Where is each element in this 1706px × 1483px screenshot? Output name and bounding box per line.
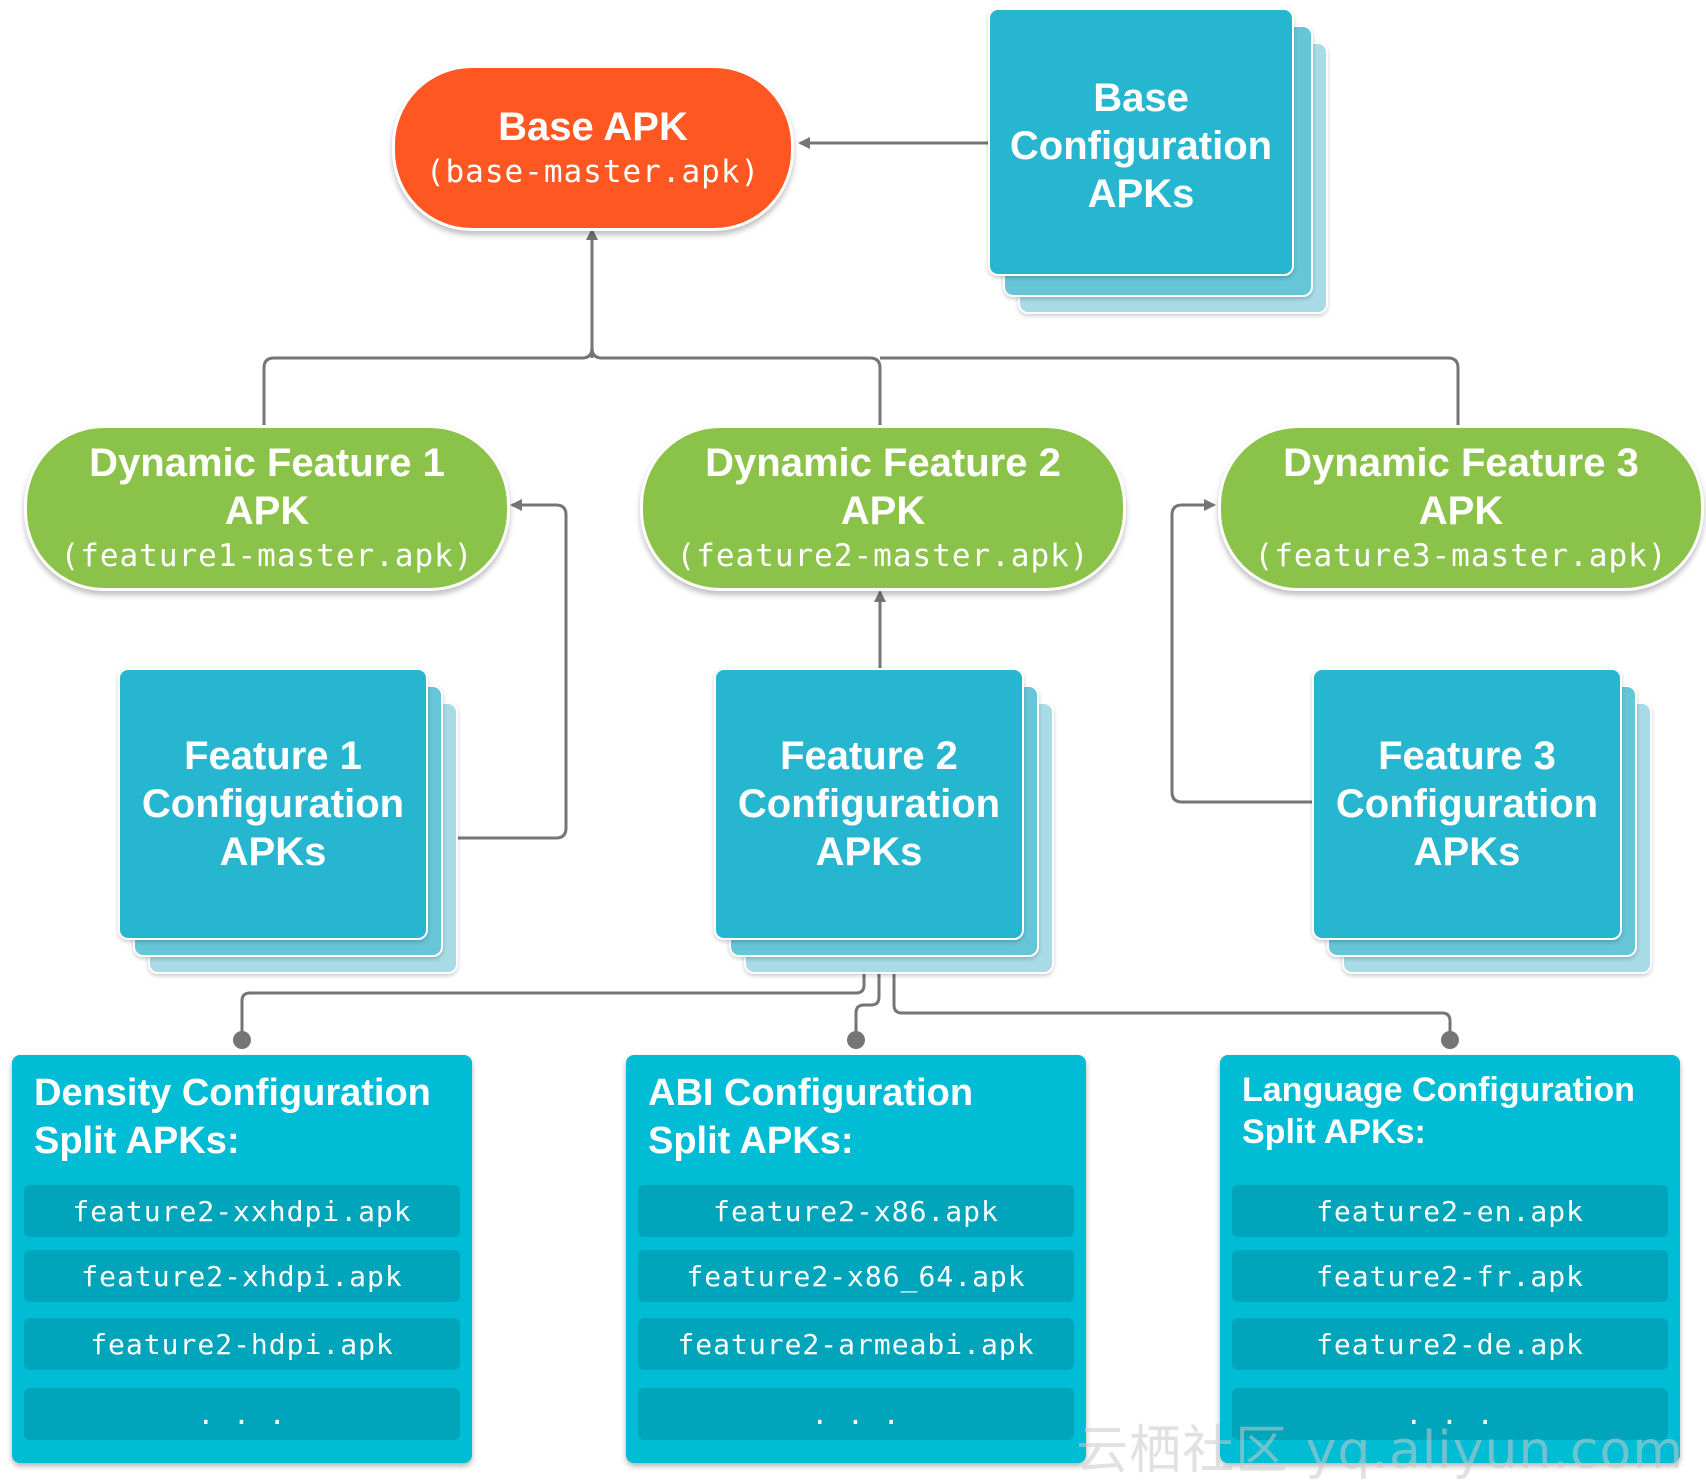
abi-split-group: ABI Configuration Split APKs: feature2-x… bbox=[626, 1055, 1086, 1463]
split-group-title: Density Configuration Split APKs: bbox=[34, 1069, 431, 1165]
language-split-group: Language Configuration Split APKs: featu… bbox=[1220, 1055, 1680, 1463]
density-split-group: Density Configuration Split APKs: featur… bbox=[12, 1055, 472, 1463]
split-apk-item: feature2-x86.apk bbox=[638, 1185, 1074, 1237]
link-to-density bbox=[240, 938, 866, 1040]
base-config-line: Base bbox=[1093, 76, 1189, 120]
feature-file: (feature1-master.apk) bbox=[60, 538, 474, 574]
feature-subtitle: APK bbox=[1418, 489, 1504, 533]
split-group-title: Language Configuration Split APKs: bbox=[1242, 1069, 1635, 1153]
feature-config-line: APKs bbox=[815, 830, 923, 874]
arrow-f1config-to-f1 bbox=[450, 499, 568, 840]
feature-title: Dynamic Feature 3 bbox=[1283, 441, 1639, 485]
dot-density bbox=[233, 1031, 251, 1049]
base-config-line: APKs bbox=[1087, 172, 1195, 216]
feature-1-config-card: Feature 1 Configuration APKs bbox=[118, 668, 428, 940]
feature-2-config-card: Feature 2 Configuration APKs bbox=[714, 668, 1024, 940]
feature-config-line: Feature 2 bbox=[780, 734, 958, 778]
feature-title: Dynamic Feature 1 bbox=[89, 441, 445, 485]
arrow-f3config-to-f3 bbox=[1170, 499, 1312, 804]
split-title-line: Language Configuration bbox=[1242, 1071, 1635, 1109]
split-apk-item: feature2-fr.apk bbox=[1232, 1250, 1668, 1302]
split-apk-item: feature2-x86_64.apk bbox=[638, 1250, 1074, 1302]
feature-config-line: Feature 1 bbox=[184, 734, 362, 778]
feature-1-config-stack: Feature 1 Configuration APKs bbox=[118, 668, 458, 974]
split-apk-item: . . . bbox=[1232, 1388, 1668, 1440]
split-apk-item: feature2-xxhdpi.apk bbox=[24, 1185, 460, 1237]
dot-abi bbox=[847, 1031, 865, 1049]
base-apk-title: Base APK bbox=[498, 105, 688, 149]
split-group-title: ABI Configuration Split APKs: bbox=[648, 1069, 973, 1165]
split-apk-item: . . . bbox=[638, 1388, 1074, 1440]
dynamic-feature-2-node: Dynamic Feature 2 APK (feature2-master.a… bbox=[640, 425, 1126, 591]
bus-feature3 bbox=[880, 356, 1460, 425]
split-title-line: Split APKs: bbox=[648, 1120, 854, 1162]
base-config-line: Configuration bbox=[1009, 124, 1273, 168]
split-title-line: Split APKs: bbox=[1242, 1113, 1426, 1151]
split-apk-item: . . . bbox=[24, 1388, 460, 1440]
dynamic-feature-1-node: Dynamic Feature 1 APK (feature1-master.a… bbox=[24, 425, 510, 591]
link-to-abi bbox=[854, 955, 881, 1040]
split-apk-item: feature2-armeabi.apk bbox=[638, 1318, 1074, 1370]
feature-config-line: Configuration bbox=[737, 782, 1001, 826]
feature-subtitle: APK bbox=[224, 489, 310, 533]
dot-language bbox=[1441, 1031, 1459, 1049]
feature-file: (feature3-master.apk) bbox=[1254, 538, 1668, 574]
feature-3-config-card: Feature 3 Configuration APKs bbox=[1312, 668, 1622, 940]
split-apk-item: feature2-xhdpi.apk bbox=[24, 1250, 460, 1302]
feature-config-line: Configuration bbox=[1335, 782, 1599, 826]
feature-subtitle: APK bbox=[840, 489, 926, 533]
base-config-stack: Base Configuration APKs bbox=[988, 8, 1328, 314]
dynamic-feature-3-node: Dynamic Feature 3 APK (feature3-master.a… bbox=[1218, 425, 1704, 591]
bus-feature2 bbox=[590, 347, 882, 425]
feature-config-line: Feature 3 bbox=[1378, 734, 1556, 778]
split-apk-item: feature2-de.apk bbox=[1232, 1318, 1668, 1370]
watermark: 云栖社区 yq.aliyun.com bbox=[1076, 1421, 1684, 1481]
feature-2-config-stack: Feature 2 Configuration APKs bbox=[714, 668, 1054, 974]
split-title-line: Density Configuration bbox=[34, 1072, 431, 1114]
split-title-line: ABI Configuration bbox=[648, 1072, 974, 1114]
base-apk-node: Base APK (base-master.apk) bbox=[392, 65, 794, 231]
base-apk-file: (base-master.apk) bbox=[425, 154, 761, 190]
feature-config-line: APKs bbox=[1413, 830, 1521, 874]
feature-config-line: Configuration bbox=[141, 782, 405, 826]
link-to-language bbox=[892, 972, 1452, 1040]
feature-config-line: APKs bbox=[219, 830, 327, 874]
split-title-line: Split APKs: bbox=[34, 1120, 240, 1162]
feature-file: (feature2-master.apk) bbox=[676, 538, 1090, 574]
feature-3-config-stack: Feature 3 Configuration APKs bbox=[1312, 668, 1652, 974]
base-config-card: Base Configuration APKs bbox=[988, 8, 1294, 276]
bus-feature1 bbox=[262, 347, 594, 425]
feature-title: Dynamic Feature 2 bbox=[705, 441, 1061, 485]
split-apk-item: feature2-en.apk bbox=[1232, 1185, 1668, 1237]
split-apk-item: feature2-hdpi.apk bbox=[24, 1318, 460, 1370]
